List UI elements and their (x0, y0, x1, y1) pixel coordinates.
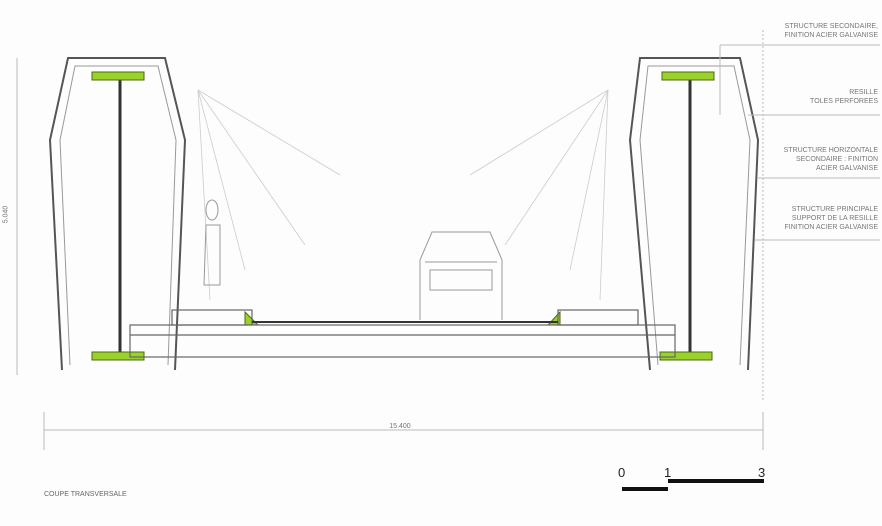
annotation-secondary-structure: STRUCTURE SECONDAIRE, FINITION ACIER GAL… (784, 23, 878, 39)
right-frame (628, 57, 760, 371)
annotation-main-structure: STRUCTURE PRINCIPALE SUPPORT DE LA RESIL… (784, 206, 878, 231)
left-frame (48, 57, 187, 371)
plate-bottom-right (659, 351, 713, 361)
width-dimension: 15.400 (389, 423, 411, 430)
scale-label-0: 0 (618, 465, 626, 480)
bridge-deck (129, 309, 676, 358)
steel-plates (91, 71, 715, 361)
cyclist-silhouette (203, 199, 221, 286)
height-dimension: 5.040 (2, 205, 10, 224)
car-silhouette (419, 231, 503, 320)
annotation-horizontal-structure: STRUCTURE HORIZONTALE SECONDAIRE : FINIT… (783, 147, 878, 172)
plate-bottom-left (91, 351, 145, 361)
dimension-lines (16, 30, 880, 450)
plate-top-left (91, 71, 145, 81)
annotation-mesh: RESILLE TOLES PERFOREES (810, 89, 878, 105)
scale-label-3: 3 (758, 465, 766, 480)
drawing-title: COUPE TRANSVERSALE (44, 491, 127, 498)
light-beams (197, 89, 609, 301)
scale-label-1: 1 (664, 465, 672, 480)
scale-bar (622, 479, 764, 491)
plate-top-right (661, 71, 715, 81)
